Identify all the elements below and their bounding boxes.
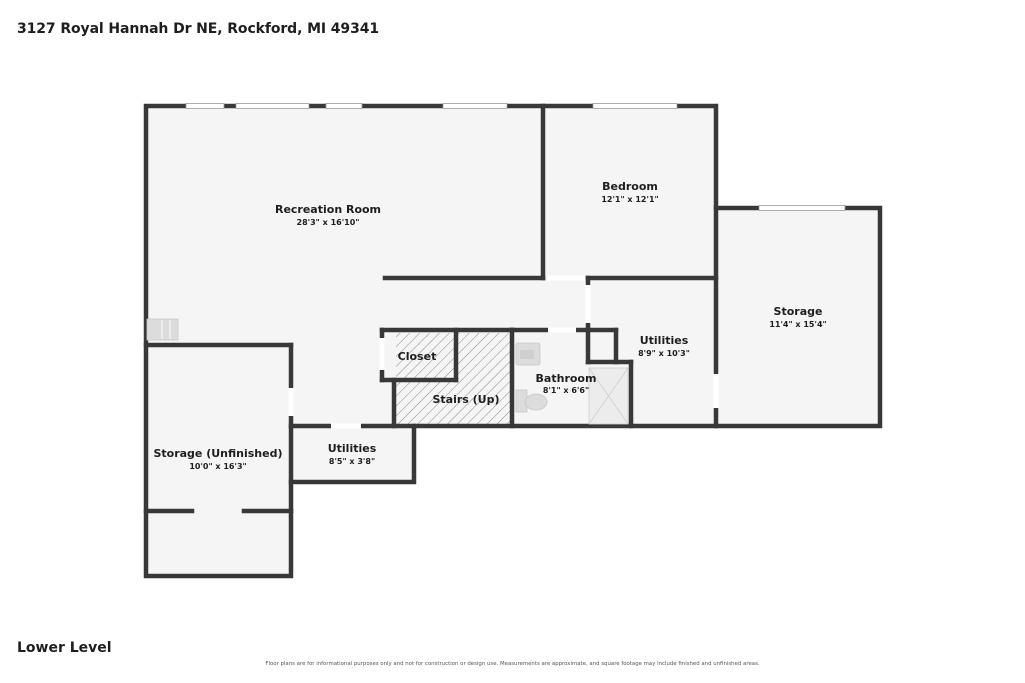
utilities-dims: 8'9" x 10'3" — [638, 349, 690, 358]
storage-unfinished-dims: 10'0" x 16'3" — [189, 462, 246, 471]
utilities-small-dims: 8'5" x 3'8" — [329, 457, 375, 466]
bedroom-name: Bedroom — [602, 180, 658, 193]
storage-name: Storage — [774, 305, 823, 318]
level-label: Lower Level — [17, 640, 112, 656]
utilities-doorway — [585, 285, 591, 323]
storage-unfinished-doorway — [288, 388, 294, 416]
storage-unfinished-name: Storage (Unfinished) — [153, 447, 282, 460]
bathroom-doorway — [548, 327, 576, 333]
basin-icon — [520, 350, 534, 359]
toilet-bowl-icon — [524, 393, 548, 411]
closet-doorway — [379, 338, 385, 370]
door-openings — [288, 275, 719, 429]
property-address: 3127 Royal Hannah Dr NE, Rockford, MI 49… — [17, 21, 379, 37]
recreation-room-dims: 28'3" x 16'10" — [297, 218, 360, 227]
utilities-small-name: Utilities — [328, 442, 377, 455]
bathroom-name: Bathroom — [536, 372, 597, 385]
stairs-name: Stairs (Up) — [432, 393, 499, 406]
windows — [185, 103, 846, 211]
fixtures — [146, 318, 629, 425]
bedroom-dims: 12'1" x 12'1" — [601, 195, 658, 204]
utilities-name: Utilities — [640, 334, 689, 347]
recreation-room-name: Recreation Room — [275, 203, 381, 216]
interior-walls — [143, 103, 719, 514]
bedroom-doorway — [547, 275, 585, 281]
closet-name: Closet — [398, 350, 437, 363]
bathroom-dims: 8'1" x 6'6" — [543, 386, 589, 395]
utilities-small-doorway — [331, 423, 361, 429]
storage-doorway — [713, 374, 719, 408]
room-labels: Recreation Room 28'3" x 16'10" Bedroom 1… — [153, 180, 826, 471]
disclaimer: Floor plans are for informational purpos… — [265, 661, 760, 667]
storage-dims: 11'4" x 15'4" — [769, 320, 826, 329]
